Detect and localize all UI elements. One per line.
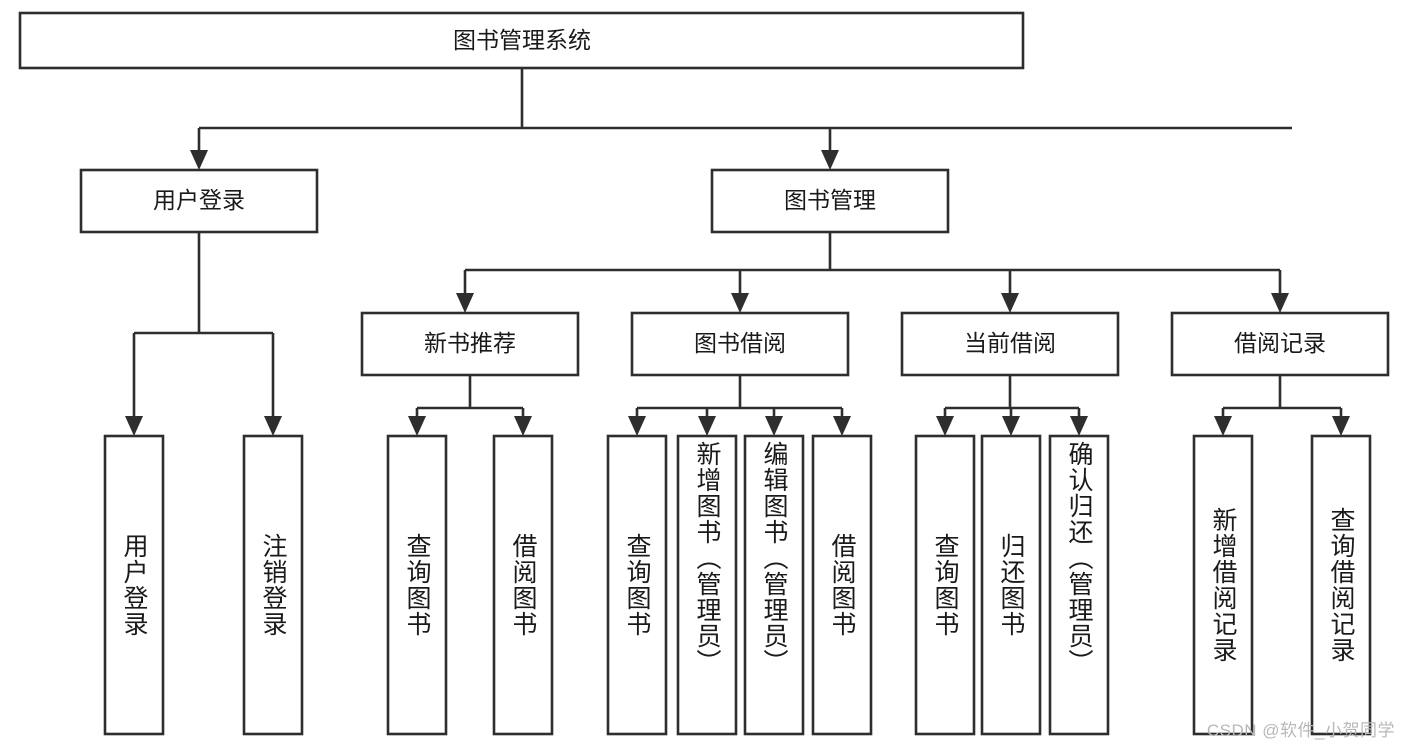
node-user-login[interactable]: 用户登录 (79, 168, 319, 234)
leaf-box-confirm-return-admin[interactable] (1048, 434, 1110, 736)
connector-userlogin-to-leaves (125, 232, 282, 436)
connector-bookmgmt-to-level3 (456, 232, 1289, 313)
leaf-box-return-book[interactable] (980, 434, 1042, 736)
leaf-box-query-borrow-record[interactable] (1310, 434, 1372, 736)
connector-borrowrecord-to-leaves (1214, 375, 1350, 436)
connector-currentborrow-to-leaves (936, 375, 1088, 436)
node-new-book-recommend-label: 新书推荐 (424, 330, 516, 356)
leaf-box-query-book-1[interactable] (386, 434, 448, 736)
node-root-label: 图书管理系统 (453, 27, 591, 53)
node-current-borrow[interactable]: 当前借阅 (900, 311, 1120, 377)
node-book-borrow[interactable]: 图书借阅 (630, 311, 850, 377)
connector-newbook-to-leaves (408, 375, 532, 436)
connector-bookborrow-to-leaves (628, 375, 851, 436)
node-book-borrow-label: 图书借阅 (694, 330, 786, 356)
leaf-box-add-book-admin[interactable] (676, 434, 738, 736)
node-borrow-record-label: 借阅记录 (1234, 330, 1326, 356)
node-book-management[interactable]: 图书管理 (710, 168, 950, 234)
leaf-box-query-book-2[interactable] (606, 434, 668, 736)
leaf-box-borrow-book-1[interactable] (492, 434, 554, 736)
leaf-boxes (103, 434, 1372, 736)
leaf-box-edit-book-admin[interactable] (743, 434, 805, 736)
leaf-box-borrow-book-2[interactable] (811, 434, 873, 736)
node-new-book-recommend[interactable]: 新书推荐 (360, 311, 580, 377)
node-user-login-label: 用户登录 (153, 187, 245, 213)
node-root[interactable]: 图书管理系统 (18, 11, 1025, 70)
leaf-box-query-book-3[interactable] (914, 434, 976, 736)
leaf-box-add-borrow-record[interactable] (1192, 434, 1254, 736)
leaf-box-logout[interactable] (242, 434, 304, 736)
connector-root-to-level2 (190, 68, 1292, 170)
watermark: CSDN @软件_小贺同学 (1206, 721, 1395, 740)
node-borrow-record[interactable]: 借阅记录 (1170, 311, 1390, 377)
leaf-box-user-login[interactable] (103, 434, 165, 736)
node-current-borrow-label: 当前借阅 (964, 330, 1056, 356)
node-book-management-label: 图书管理 (784, 187, 876, 213)
